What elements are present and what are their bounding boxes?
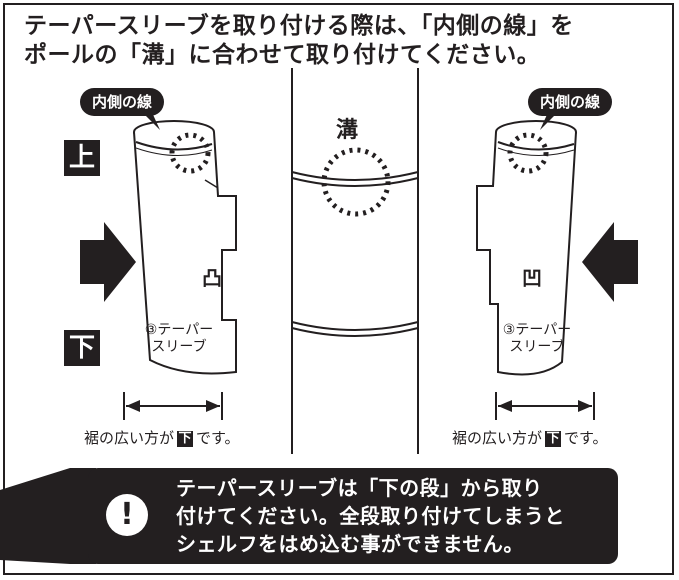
caption-tail: です。: [564, 429, 608, 447]
exclamation-icon: !: [106, 494, 148, 536]
left-inner-line-highlight: [169, 132, 211, 174]
bottom-mini-marker: 下: [545, 430, 562, 447]
pole: [291, 68, 419, 454]
caption-text: 裾の広い方が: [84, 429, 175, 447]
diagram-frame: [3, 3, 674, 575]
groove-label: 溝: [336, 118, 359, 143]
caption-text: 裾の広い方が: [452, 429, 543, 447]
right-sleeve-label: ③テーパー スリーブ: [494, 322, 580, 356]
left-caption: 裾の広い方が下です。: [84, 428, 240, 448]
warning-line-3: シェルフをはめ込む事ができません。: [176, 532, 524, 556]
warning-line-1: テーパースリーブは「下の段」から取り: [176, 476, 543, 500]
warning-box: ! テーパースリーブは「下の段」から取り 付けてください。全段取り付けてしまうと…: [88, 468, 618, 564]
title-line-2: ポールの「溝」に合わせて取り付けてください。: [24, 42, 541, 68]
left-sleeve-label-line-1: ③テーパー: [144, 322, 214, 338]
pole-groove-highlight: [321, 147, 391, 217]
right-caption: 裾の広い方が下です。: [452, 428, 608, 448]
left-sleeve-label-line-2: スリーブ: [151, 339, 207, 355]
warning-line-2: 付けてください。全段取り付けてしまうと: [176, 504, 565, 528]
top-marker: 上: [64, 140, 100, 176]
left-convex-mark: 凸: [202, 266, 222, 290]
warning-text: テーパースリーブは「下の段」から取り 付けてください。全段取り付けてしまうと シ…: [176, 474, 565, 558]
left-push-arrow: [80, 222, 136, 302]
right-sleeve-label-line-2: スリーブ: [509, 339, 565, 355]
right-concave-mark: 凹: [522, 266, 542, 290]
caption-tail: です。: [196, 429, 240, 447]
title-line-1: テーパースリーブを取り付ける際は、「内側の線」を: [24, 13, 574, 39]
left-inner-line-bubble: 内側の線: [80, 88, 165, 116]
right-inner-line-bubble: 内側の線: [528, 88, 613, 116]
instruction-title: テーパースリーブを取り付ける際は、「内側の線」を ポールの「溝」に合わせて取り付…: [24, 12, 574, 70]
left-sleeve-label: ③テーパー スリーブ: [136, 322, 222, 356]
right-sleeve-label-line-1: ③テーパー: [502, 322, 572, 338]
right-inner-line-highlight: [507, 132, 549, 174]
bottom-mini-marker: 下: [177, 430, 194, 447]
right-push-arrow: [582, 222, 638, 302]
bottom-marker: 下: [64, 330, 100, 366]
